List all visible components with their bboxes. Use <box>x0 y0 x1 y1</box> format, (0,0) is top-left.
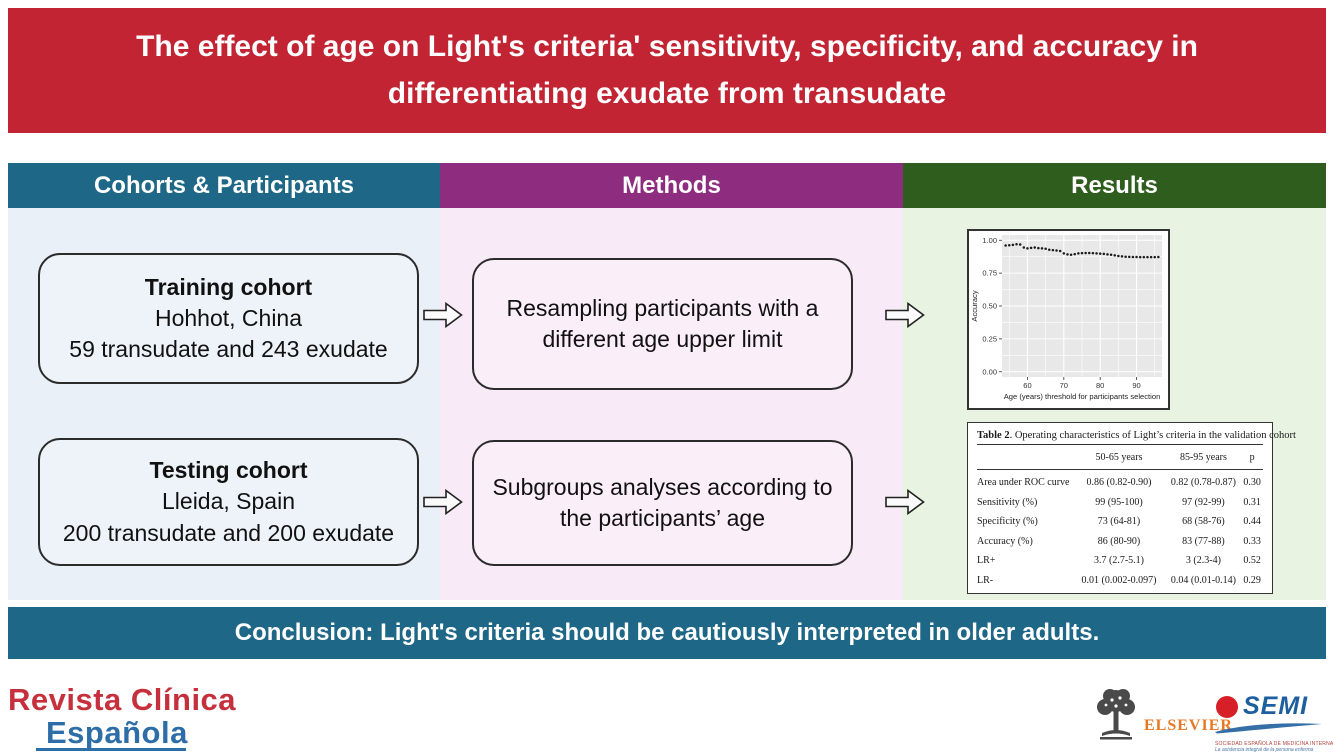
svg-text:Age (years) threshold for part: Age (years) threshold for participants s… <box>1004 392 1161 401</box>
arrow-right-icon <box>885 489 925 515</box>
table-cell: 0.01 (0.002-0.097) <box>1081 574 1157 586</box>
results-table-header-row: 50-65 years 85-95 years p <box>977 448 1263 466</box>
semi-circle-icon <box>1216 695 1238 718</box>
method-resampling-text: Resampling participants with a different… <box>506 294 819 352</box>
svg-text:1.00: 1.00 <box>982 236 997 245</box>
arrow-right-icon <box>423 489 463 515</box>
svg-text:60: 60 <box>1023 381 1031 390</box>
table-cell: 0.52 <box>1243 555 1261 567</box>
table-cell: 73 (64-81) <box>1097 516 1141 528</box>
table-cell: 0.33 <box>1243 535 1261 547</box>
table-cell: 68 (58-76) <box>1182 516 1225 528</box>
table-row: LR- 0.01 (0.002-0.097) 0.04 (0.01-0.14) 0.2… <box>977 571 1263 591</box>
column-header-cohorts: Cohorts & Participants <box>8 163 440 208</box>
testing-cohort-box: Testing cohort Lleida, Spain 200 transud… <box>38 438 419 566</box>
testing-cohort-counts: 200 transudate and 200 exudate <box>62 519 395 546</box>
svg-text:0.50: 0.50 <box>982 302 997 311</box>
table-row-label: Area under ROC curve <box>977 477 1070 489</box>
semi-swoosh-icon <box>1215 723 1322 734</box>
table-col-header: p <box>1249 451 1255 463</box>
table-row: Specificity (%) 73 (64-81) 68 (58-76) 0.44 <box>977 512 1263 532</box>
method-subgroups-text: Subgroups analyses according to the part… <box>492 473 833 531</box>
table-col-header: 50-65 years <box>1095 451 1143 463</box>
table-cell: 0.31 <box>1243 496 1261 508</box>
table-row-label: Specificity (%) <box>977 516 1038 528</box>
results-table-title-rest: . Operating characteristics of Light’s c… <box>1009 430 1296 441</box>
semi-tagline: La asistencia integral de la persona enf… <box>1215 747 1314 753</box>
results-table: Table 2. Operating characteristics of Li… <box>967 422 1296 594</box>
table-cell: 97 (92-99) <box>1182 496 1225 508</box>
table-cell: 0.86 (0.82-0.90) <box>1086 477 1152 489</box>
training-cohort-location: Hohhot, China <box>154 304 303 331</box>
svg-text:0.00: 0.00 <box>982 367 997 376</box>
table-rule <box>977 444 1263 445</box>
conclusion-text: Conclusion: Light's criteria should be c… <box>234 619 1100 646</box>
column-header-cohorts-label: Cohorts & Participants <box>93 171 355 199</box>
table-cell: 99 (95-100) <box>1095 496 1143 508</box>
revista-logo-line2: Española <box>46 715 188 750</box>
column-header-methods: Methods <box>440 163 903 208</box>
arrow-right-icon <box>885 302 925 328</box>
method-subgroups-box: Subgroups analyses according to the part… <box>472 440 853 566</box>
table-cell: 0.04 (0.01-0.14) <box>1170 574 1236 586</box>
svg-text:90: 90 <box>1132 381 1140 390</box>
page-title: The effect of age on Light's criteria' s… <box>136 30 1198 110</box>
svg-text:Accuracy: Accuracy <box>970 290 979 321</box>
revista-logo-line1: Revista Clínica <box>8 682 237 717</box>
table-cell: 0.29 <box>1243 574 1261 586</box>
semi-caption: SOCIEDAD ESPAÑOLA DE MEDICINA INTERNA <box>1215 741 1333 747</box>
table-cell: 86 (80-90) <box>1097 535 1141 547</box>
svg-text:80: 80 <box>1096 381 1104 390</box>
table-row-label: Sensitivity (%) <box>977 496 1038 508</box>
table-row: Sensitivity (%) 99 (95-100) 97 (92-99) 0.31 <box>977 493 1263 513</box>
semi-wordmark: SEMI <box>1243 692 1309 720</box>
training-cohort-box: Training cohort Hohhot, China 59 transud… <box>38 253 419 384</box>
testing-cohort-title: Testing cohort <box>149 457 308 484</box>
svg-text:70: 70 <box>1060 381 1068 390</box>
column-header-methods-label: Methods <box>622 171 721 199</box>
conclusion-bar: Conclusion: Light's criteria should be c… <box>8 607 1326 659</box>
table-row: Area under ROC curve 0.86 (0.82-0.90) 0.82… <box>977 473 1263 493</box>
results-table-title-bold: Table 2 <box>977 430 1010 441</box>
table-cell: 0.30 <box>1243 477 1261 489</box>
elsevier-tree-icon <box>1097 689 1135 740</box>
svg-text:0.75: 0.75 <box>982 269 997 278</box>
title-banner: The effect of age on Light's criteria' s… <box>8 8 1326 133</box>
table-row-label: LR- <box>977 574 994 586</box>
table-row-label: LR+ <box>977 555 996 567</box>
semi-logo: SEMI SOCIEDAD ESPAÑOLA DE MEDICINA INTER… <box>1215 692 1333 753</box>
training-cohort-title: Training cohort <box>144 273 313 300</box>
svg-text:0.25: 0.25 <box>982 334 997 343</box>
table-cell: 0.82 (0.78-0.87) <box>1170 477 1236 489</box>
results-table-title: Table 2. Operating characteristics of Li… <box>977 430 1296 441</box>
column-header-results: Results <box>903 163 1326 208</box>
table-row: LR+ 3.7 (2.7-5.1) 3 (2.3-4) 0.52 <box>977 551 1263 571</box>
table-cell: 83 (77-88) <box>1182 535 1225 547</box>
table-rule <box>977 593 1263 594</box>
table-col-header: 85-95 years <box>1179 451 1227 463</box>
testing-cohort-location: Lleida, Spain <box>162 488 295 515</box>
table-row-label: Accuracy (%) <box>977 535 1033 547</box>
table-cell: 3.7 (2.7-5.1) <box>1094 555 1144 567</box>
revista-logo-underline <box>36 748 186 751</box>
results-table-rows: Area under ROC curve 0.86 (0.82-0.90) 0.82… <box>977 473 1263 590</box>
arrow-right-icon <box>423 302 463 328</box>
table-cell: 3 (2.3-4) <box>1185 555 1221 567</box>
revista-clinica-espanola-logo: Revista Clínica Española <box>8 684 236 748</box>
training-cohort-counts: 59 transudate and 243 exudate <box>69 336 388 363</box>
table-row: Accuracy (%) 86 (80-90) 83 (77-88) 0.33 <box>977 532 1263 552</box>
column-header-results-label: Results <box>1071 171 1158 199</box>
elsevier-wordmark: ELSEVIER <box>1144 717 1233 734</box>
table-rule <box>977 469 1263 470</box>
elsevier-logo: ELSEVIER <box>1092 685 1233 745</box>
method-resampling-box: Resampling participants with a different… <box>472 258 853 390</box>
table-cell: 0.44 <box>1243 516 1261 528</box>
